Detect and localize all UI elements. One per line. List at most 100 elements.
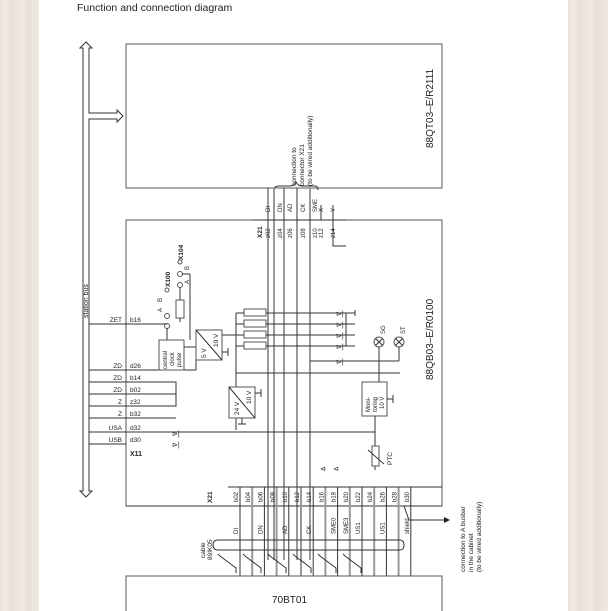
left-signal-label: Z (118, 411, 122, 418)
lamp-sg (373, 336, 385, 382)
note-brace (273, 180, 319, 191)
svg-text:⊲: ⊲ (320, 466, 326, 473)
cable-label-1: cable (200, 542, 207, 558)
resistor-ladder (235, 308, 356, 430)
bottom-pin-label: b10 (283, 491, 289, 502)
clock-line-1: central (163, 351, 169, 369)
top-pin-label: z02 (266, 228, 272, 238)
converter1-in: 5 V (201, 348, 208, 358)
bottom-pin-label: b08 (271, 491, 277, 502)
left-signal-label: ZD (113, 363, 122, 370)
left-pin-label: d32 (130, 425, 141, 432)
x104-label: X104 (178, 244, 185, 260)
top-signal-label: DI (266, 206, 272, 212)
left-pin-label: b02 (130, 387, 141, 394)
converter2-in: 24 V (234, 401, 241, 415)
module-bottom-box (125, 575, 443, 611)
busbar-note-2: in the cabinet (468, 533, 475, 572)
module-top-note-3: (to be wired additionally) (307, 116, 314, 186)
bottom-signal-label: US1 (356, 522, 362, 534)
module-top-note-2: connector X21 (299, 144, 306, 186)
bottom-signal-label: CK (307, 526, 313, 534)
bottom-signal-label: DN (258, 525, 264, 534)
bottom-pin-label: b16 (319, 491, 325, 502)
converter2-out: 10 V (246, 390, 253, 404)
x104-b-label: B (185, 266, 191, 270)
left-signal-label: ZET (110, 317, 122, 324)
x21-top-label: X21 (257, 226, 264, 238)
x11-label: X11 (130, 451, 142, 458)
bottom-pin-label: b04 (246, 491, 252, 502)
bottom-pin-label: b28 (393, 491, 399, 502)
left-signal-label: USA (109, 425, 123, 432)
top-signal-label: CK (301, 204, 307, 212)
svg-text:⊳|: ⊳| (172, 442, 180, 449)
ptc-thermistor (367, 445, 385, 467)
converter1-out: 10 V (213, 333, 220, 347)
top-signal-label: AD (288, 203, 294, 212)
left-signal-label: ZD (113, 375, 122, 382)
module-top-box (125, 43, 443, 189)
background-wood-left (0, 0, 39, 611)
monitoring-block (361, 381, 394, 470)
cable-label-2: 89IK05 (207, 539, 214, 560)
svg-text:⊳|: ⊳| (336, 322, 344, 329)
converter-24v-10v (228, 386, 262, 425)
x100-b-label: B (158, 298, 164, 302)
left-pin-label: b16 (130, 317, 141, 324)
top-signal-label: X (319, 208, 325, 212)
left-pin-label: z32 (130, 399, 141, 406)
monitoring-line-3: 10 V (380, 397, 386, 409)
cable-bundle (212, 539, 405, 551)
shield-arrow-icon (444, 517, 450, 523)
lamp-sg-label: SG (381, 325, 387, 334)
bottom-pin-label: b14 (307, 491, 313, 502)
x104-a-label: A (185, 280, 191, 284)
svg-text:⊳|: ⊳| (336, 311, 344, 318)
bottom-signal-label: US1 (380, 522, 386, 534)
top-pin-label: z08 (301, 228, 307, 238)
x100-label: X100 (165, 271, 172, 287)
background-wood-right (568, 0, 608, 611)
bottom-pin-label: b06 (258, 491, 264, 502)
switch-contact (292, 553, 312, 573)
x100-a-label: A (158, 308, 164, 312)
monitoring-line-2: toring (373, 397, 379, 412)
switch-contact (267, 553, 287, 573)
top-signal-label: DN (278, 203, 284, 212)
svg-text:⊳|: ⊳| (336, 333, 344, 340)
top-signal-label: SME (313, 199, 319, 212)
bottom-signal-label: SME3 (344, 517, 350, 534)
x21-bottom-label: X21 (207, 491, 214, 503)
clock-line-3: pulse (177, 352, 183, 367)
top-pin-label: z06 (288, 228, 294, 238)
left-pin-label: b14 (130, 375, 141, 382)
switch-contact (217, 553, 237, 573)
bottom-signal-label: SME0 (332, 517, 338, 534)
svg-text:⊳|: ⊳| (336, 359, 344, 366)
switch-contact (342, 553, 362, 573)
busbar-note-1: connection to A busbar (460, 505, 467, 572)
switch-contact (317, 553, 337, 573)
clock-line-2: clock (170, 351, 176, 366)
diodes-bottom: ⊲ ⊲ ⊳| ⊳| (172, 431, 339, 473)
bottom-signal-label: shield (405, 518, 411, 534)
bottom-pin-label: b20 (344, 491, 350, 502)
jumper-x100 (126, 287, 170, 345)
page-title: Function and connection diagram (77, 2, 233, 14)
bottom-pin-label: b18 (332, 491, 338, 502)
station-bus-arrow (78, 41, 124, 498)
ptc-label: PTC (387, 452, 394, 465)
top-pin-label: z14 (331, 228, 337, 238)
left-signal-label: Z (118, 399, 122, 406)
top-signal-label: Y (331, 208, 337, 212)
top-signal-lines (267, 188, 346, 560)
top-pin-label: z10 (313, 228, 319, 238)
module-top-note-1: connection to (291, 147, 298, 186)
central-clock-pulse-block (158, 339, 185, 371)
bottom-pin-label: b24 (368, 491, 374, 502)
bottom-signal-label: DI (234, 528, 240, 534)
bottom-signal-label: AD (283, 525, 289, 534)
lamp-st-label: ST (401, 326, 407, 334)
